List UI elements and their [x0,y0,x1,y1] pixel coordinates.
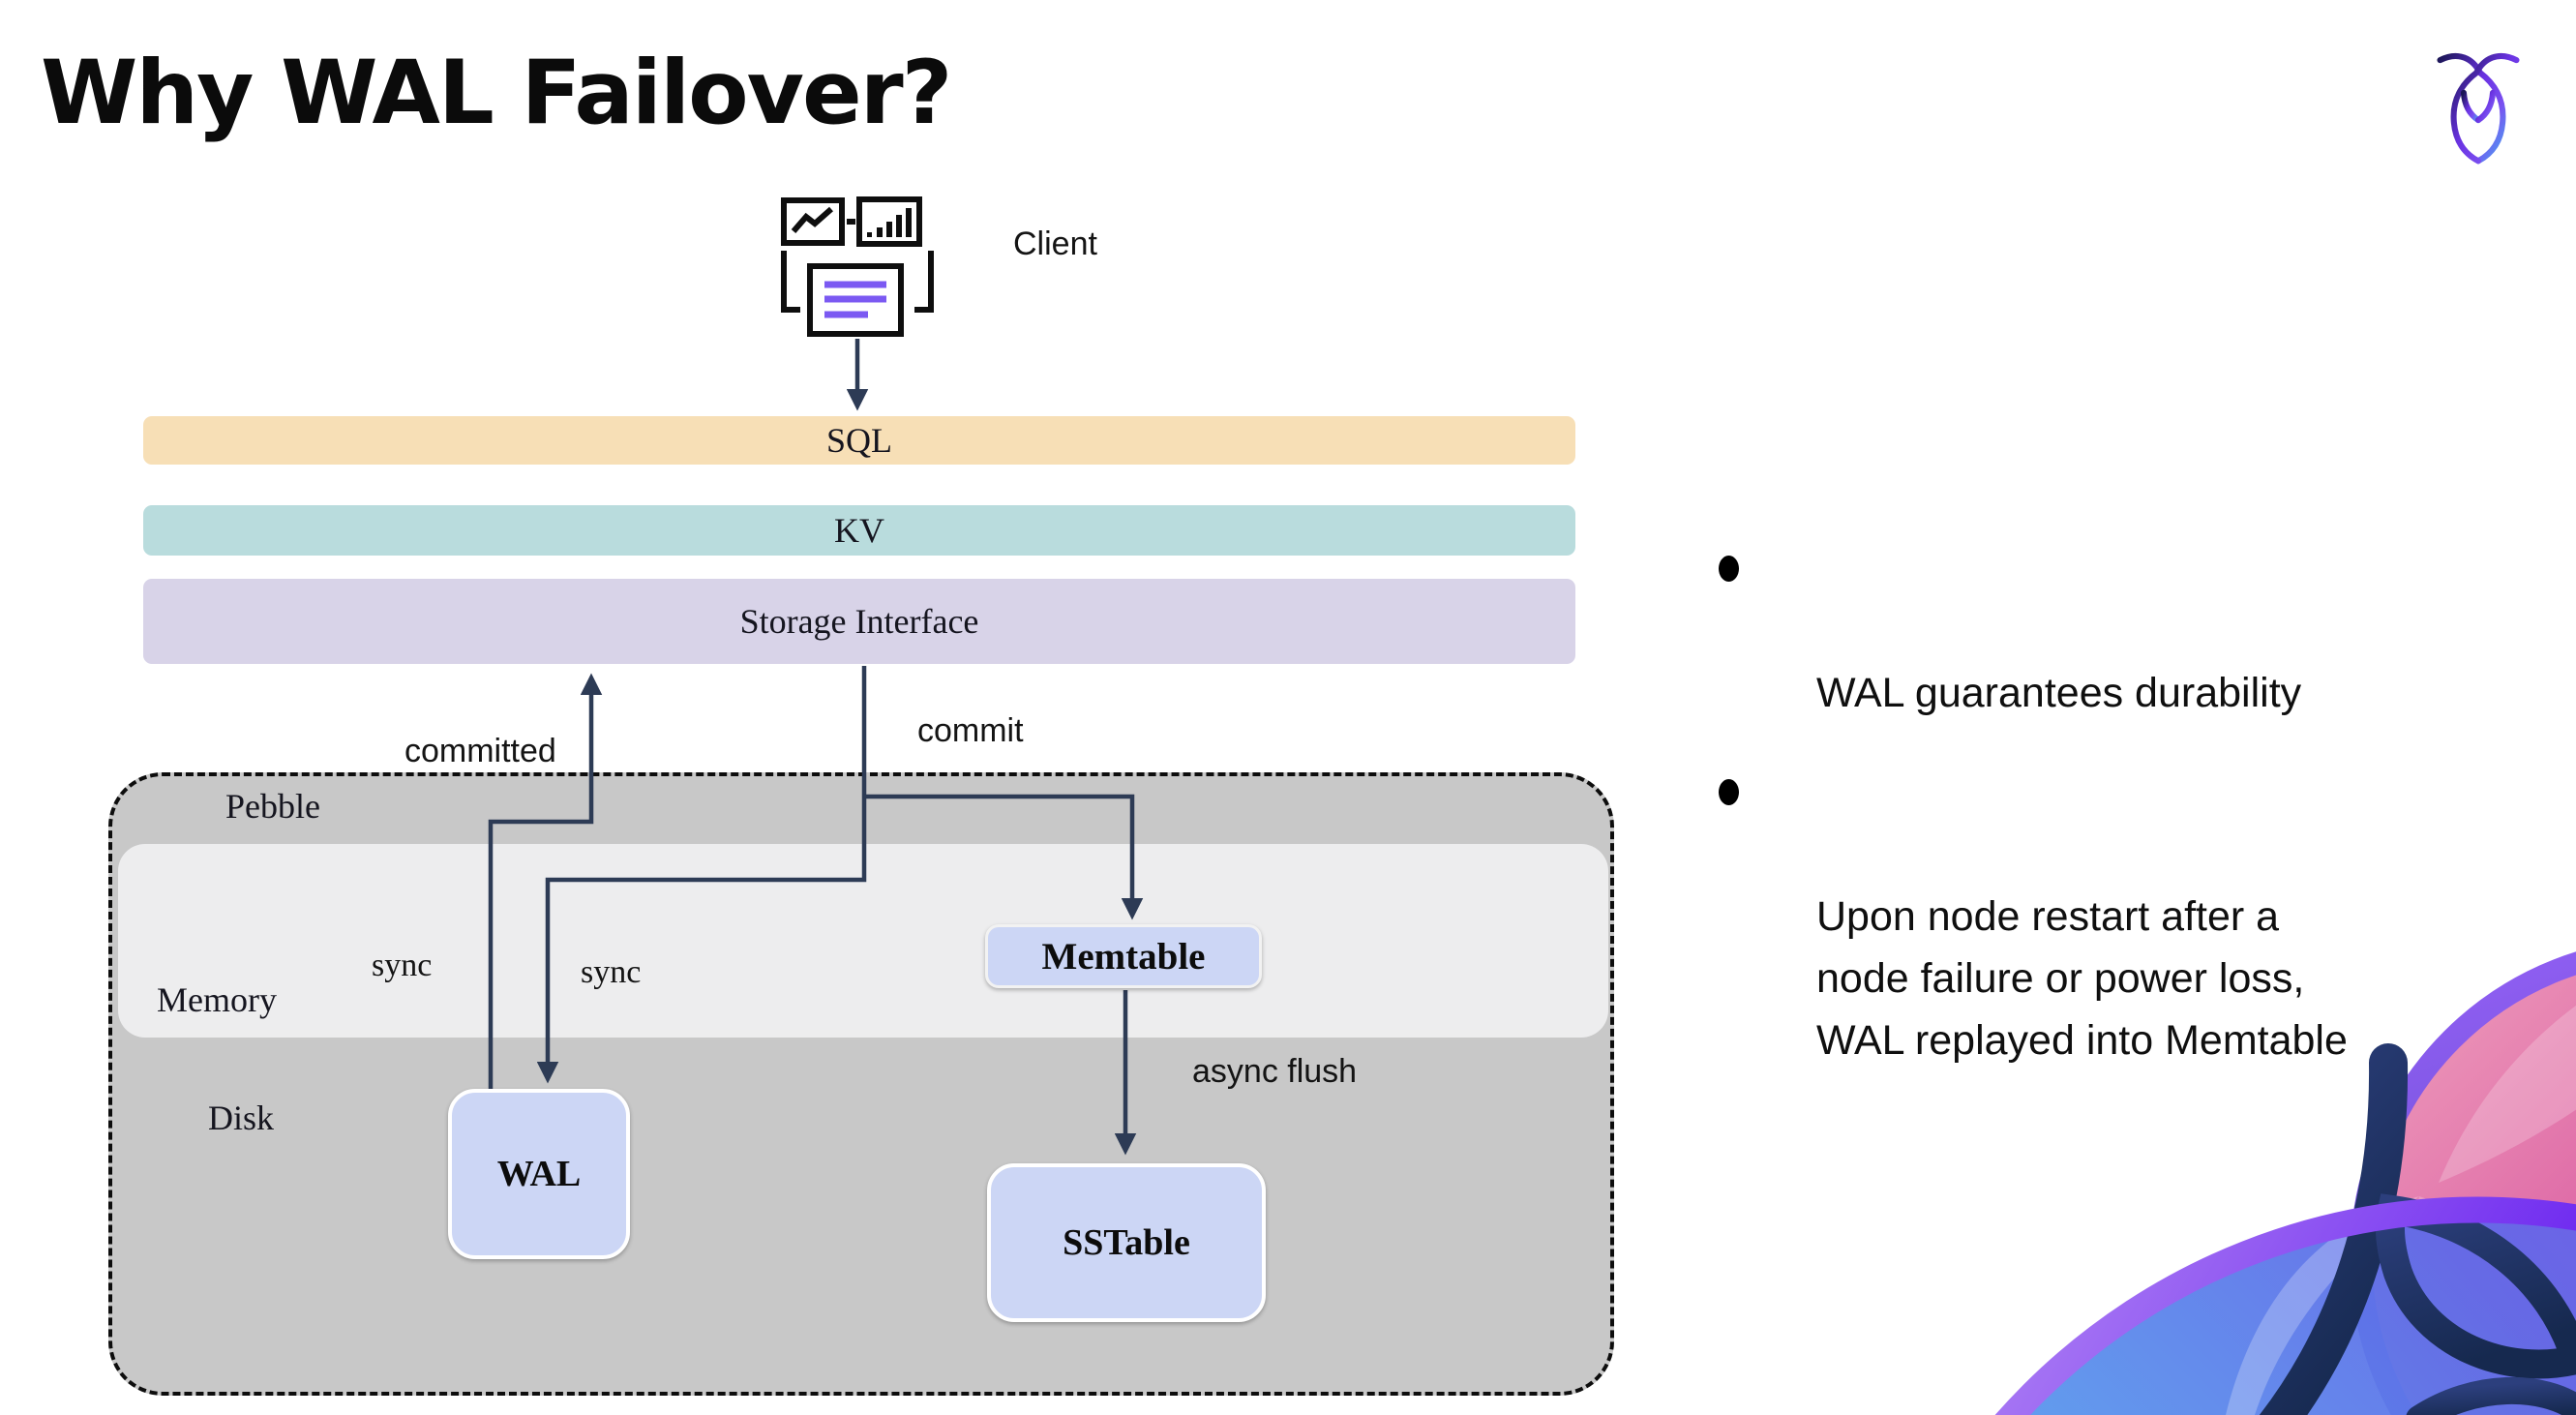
layer-sql: SQL [143,416,1575,465]
layer-storage-interface-label: Storage Interface [739,602,979,641]
bullet-list: WAL guarantees durability Upon node rest… [1719,538,2576,1071]
bullet-item-text: WAL guarantees durability [1816,670,2302,716]
client-icon [781,196,934,337]
blue-sphere [2012,1210,2576,1415]
wal-box-label: WAL [496,1154,582,1194]
bullet-item: WAL guarantees durability [1719,538,2576,724]
pebble-label: Pebble [225,787,320,826]
memory-label: Memory [157,980,277,1019]
bullet-item-text: Upon node restart after a node failure o… [1816,893,2348,1064]
wal-box: WAL [448,1089,630,1259]
line-chart-icon [781,197,845,246]
async-flush-label: async flush [1192,1053,1358,1090]
cockroachdb-brand-graphic [1994,951,2576,1415]
bullet-item: Upon node restart after a node failure o… [1719,762,2576,1071]
memory-band [118,844,1608,1038]
sync-left-label: sync [372,948,433,983]
cockroachdb-logo-icon [2437,53,2520,165]
memtable-box: Memtable [985,924,1262,988]
layer-storage-interface: Storage Interface [143,579,1575,664]
commit-label: commit [917,712,1024,749]
disk-label: Disk [208,1099,275,1137]
client-label: Client [1013,226,1097,262]
layer-kv-label: KV [834,511,884,550]
bullet-dot [1719,556,1739,582]
layer-kv: KV [143,505,1575,556]
sstable-box: SSTable [987,1163,1266,1322]
sync-right-label: sync [581,954,642,990]
document-text-lines [824,281,886,318]
bullet-dot [1719,779,1739,805]
bar-chart-icon [856,196,922,247]
bracket-left [781,251,800,313]
sstable-box-label: SSTable [1063,1222,1190,1263]
page-title: Why WAL Failover? [41,43,952,144]
memtable-box-label: Memtable [1041,935,1206,978]
committed-label: committed [404,733,556,769]
layer-sql-label: SQL [825,421,892,460]
bracket-right [914,251,934,313]
